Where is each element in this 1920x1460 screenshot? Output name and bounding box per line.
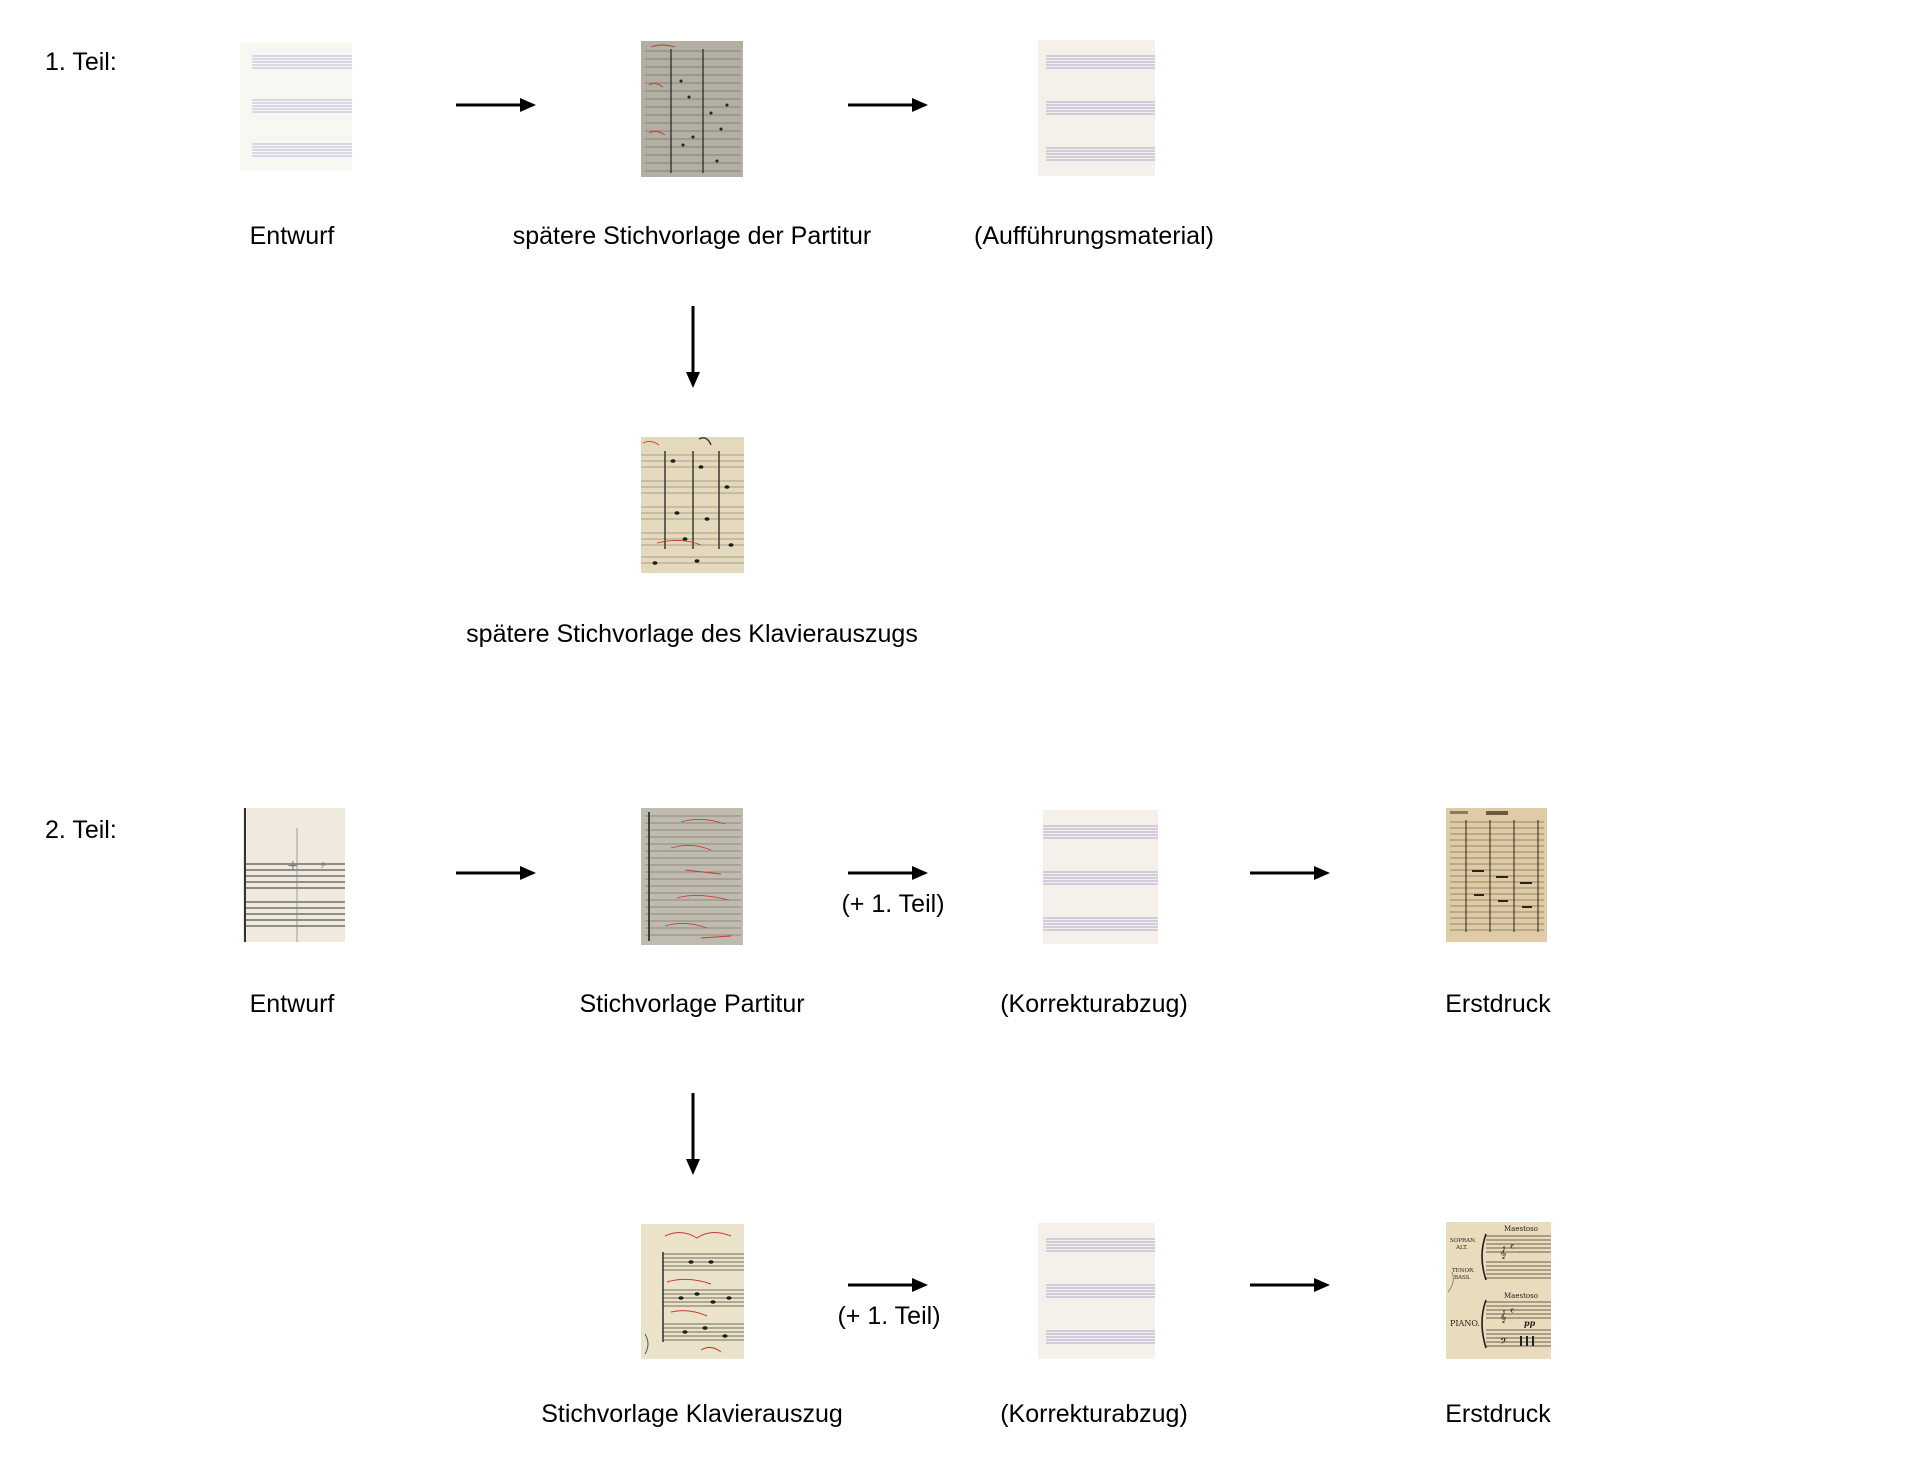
part1-entwurf-thumbnail[interactable] — [240, 42, 352, 170]
part2-klavierauszug-edge-note: (+ 1. Teil) — [837, 1302, 941, 1330]
part1-auffuehrungsmaterial-label: (Aufführungsmaterial) — [974, 222, 1214, 250]
print-tenor: TENOR. — [1452, 1268, 1475, 1274]
part2-stichvorlage-partitur-label: Stichvorlage Partitur — [579, 990, 805, 1018]
part1-stichvorlage-partitur-label: spätere Stichvorlage der Partitur — [512, 222, 872, 250]
part1-heading: 1. Teil: — [45, 48, 117, 76]
part2-korrekturabzug-klavierauszug-thumbnail[interactable] — [1038, 1223, 1155, 1359]
svg-text:𝄞: 𝄞 — [1500, 1246, 1507, 1259]
part1-entwurf-label: Entwurf — [249, 222, 335, 250]
part2-erstdruck-partitur-thumbnail[interactable] — [1446, 808, 1547, 942]
arrow-down-icon — [686, 306, 700, 388]
part2-erstdruck-klavierauszug-label: Erstdruck — [1445, 1400, 1551, 1428]
svg-text:𝄢: 𝄢 — [1500, 1336, 1507, 1349]
print-alt: ALT. — [1455, 1245, 1468, 1251]
part1-stichvorlage-partitur-thumbnail[interactable] — [641, 41, 743, 177]
arrow-right-icon — [456, 866, 536, 880]
part2-korrekturabzug-klavierauszug-label: (Korrekturabzug) — [1000, 1400, 1188, 1428]
svg-text:+: + — [287, 858, 299, 874]
print-piano: PIANO. — [1450, 1319, 1480, 1328]
part2-heading: 2. Teil: — [45, 816, 117, 844]
part2-partitur-edge-note: (+ 1. Teil) — [841, 890, 945, 918]
part2-korrekturabzug-partitur-label: (Korrekturabzug) — [1000, 990, 1188, 1018]
arrow-down-icon — [686, 1093, 700, 1175]
part2-entwurf-thumbnail[interactable]: + ᵖ — [243, 808, 345, 942]
svg-text:𝄴: 𝄴 — [1510, 1307, 1514, 1317]
part1-auffuehrungsmaterial-thumbnail[interactable] — [1038, 40, 1155, 176]
part2-stichvorlage-klavierauszug-thumbnail[interactable] — [641, 1224, 744, 1359]
svg-text:𝄞: 𝄞 — [1500, 1310, 1507, 1323]
arrow-right-icon — [456, 98, 536, 112]
part1-stichvorlage-klavierauszug-thumbnail[interactable] — [641, 437, 744, 573]
part2-stichvorlage-klavierauszug-label: Stichvorlage Klavierauszug — [541, 1400, 843, 1428]
part2-erstdruck-klavierauszug-thumbnail[interactable]: 𝄞 𝄞 𝄢 𝄴 𝄴 Maestoso Maestoso SOPRAN. ALT.… — [1446, 1222, 1551, 1359]
arrow-right-icon — [848, 1278, 928, 1292]
print-maestoso-top: Maestoso — [1504, 1225, 1538, 1233]
part1-stichvorlage-klavierauszug-label: spätere Stichvorlage des Klavierauszugs — [466, 620, 918, 648]
print-maestoso-mid: Maestoso — [1504, 1292, 1538, 1300]
arrow-right-icon — [848, 98, 928, 112]
arrow-right-icon — [1250, 1278, 1330, 1292]
print-sopran: SOPRAN. — [1450, 1238, 1477, 1244]
part2-korrekturabzug-partitur-thumbnail[interactable] — [1043, 810, 1158, 944]
svg-text:𝄴: 𝄴 — [1510, 1243, 1514, 1253]
part2-entwurf-label: Entwurf — [249, 990, 335, 1018]
part2-erstdruck-partitur-label: Erstdruck — [1445, 990, 1551, 1018]
print-pp: pp — [1524, 1318, 1536, 1328]
print-bass: BASS. — [1454, 1275, 1471, 1281]
arrow-right-icon — [1250, 866, 1330, 880]
part2-stichvorlage-partitur-thumbnail[interactable] — [641, 808, 743, 945]
svg-text:ᵖ: ᵖ — [321, 859, 326, 873]
arrow-right-icon — [848, 866, 928, 880]
